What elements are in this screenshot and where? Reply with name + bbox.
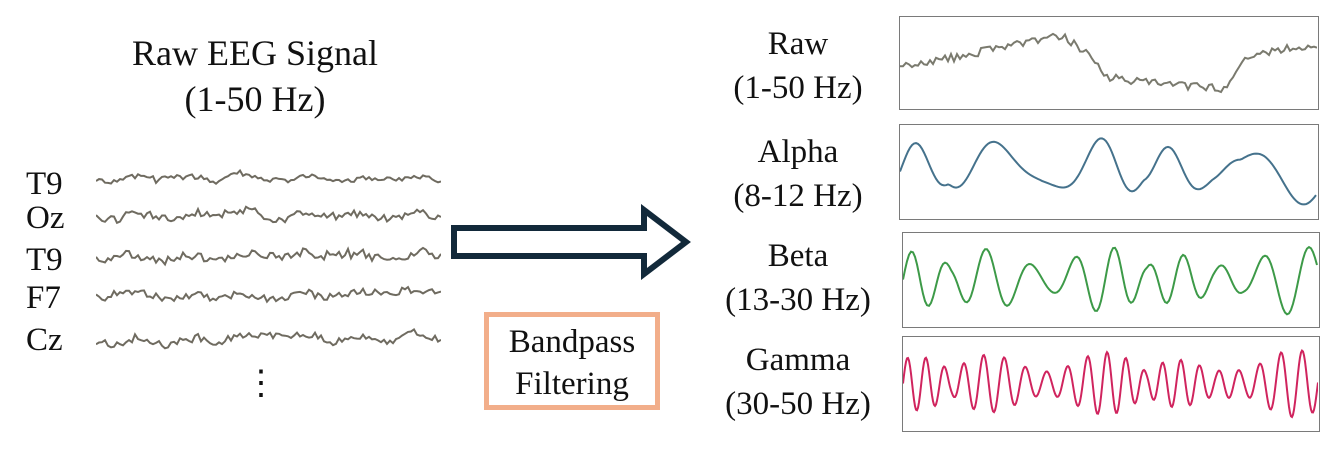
bandpass-filter-box: Bandpass Filtering (484, 312, 660, 410)
band-label-alpha: Alpha (8-12 Hz) (700, 130, 896, 218)
band-panel-raw (899, 16, 1319, 110)
channel-trace-2 (96, 246, 441, 267)
band-name-alpha: Alpha (757, 134, 839, 170)
band-name-beta: Beta (767, 238, 829, 274)
channel-trace-3 (96, 285, 441, 304)
channel-label-1: Oz (26, 200, 65, 236)
band-panel-alpha (899, 124, 1319, 220)
input-title-line2: (1-50 Hz) (184, 79, 326, 119)
band-range-raw: (1-50 Hz) (733, 70, 863, 106)
band-name-raw: Raw (767, 26, 829, 62)
input-title-line1: Raw EEG Signal (132, 33, 378, 73)
band-label-beta: Beta (13-30 Hz) (700, 234, 896, 322)
filter-label-line1: Bandpass (508, 324, 636, 360)
band-panel-gamma (902, 336, 1320, 432)
channel-label-0: T9 (26, 166, 63, 202)
more-channels-ellipsis: ⋮ (244, 365, 278, 402)
band-panel-beta (902, 232, 1320, 328)
filter-label-line2: Filtering (515, 366, 629, 402)
channel-label-4: Cz (26, 322, 63, 358)
channel-label-3: F7 (26, 280, 61, 316)
channel-trace-1 (96, 205, 441, 225)
band-range-alpha: (8-12 Hz) (733, 178, 863, 214)
channel-trace-0 (96, 168, 441, 185)
channel-trace-4 (96, 327, 441, 350)
channel-label-2: T9 (26, 242, 63, 278)
band-range-gamma: (30-50 Hz) (725, 386, 871, 422)
right-arrow-icon (451, 204, 691, 280)
band-label-raw: Raw (1-50 Hz) (700, 22, 896, 110)
band-name-gamma: Gamma (745, 342, 851, 378)
band-range-beta: (13-30 Hz) (725, 282, 871, 318)
band-label-gamma: Gamma (30-50 Hz) (700, 338, 896, 426)
input-title: Raw EEG Signal (1-50 Hz) (90, 30, 420, 122)
